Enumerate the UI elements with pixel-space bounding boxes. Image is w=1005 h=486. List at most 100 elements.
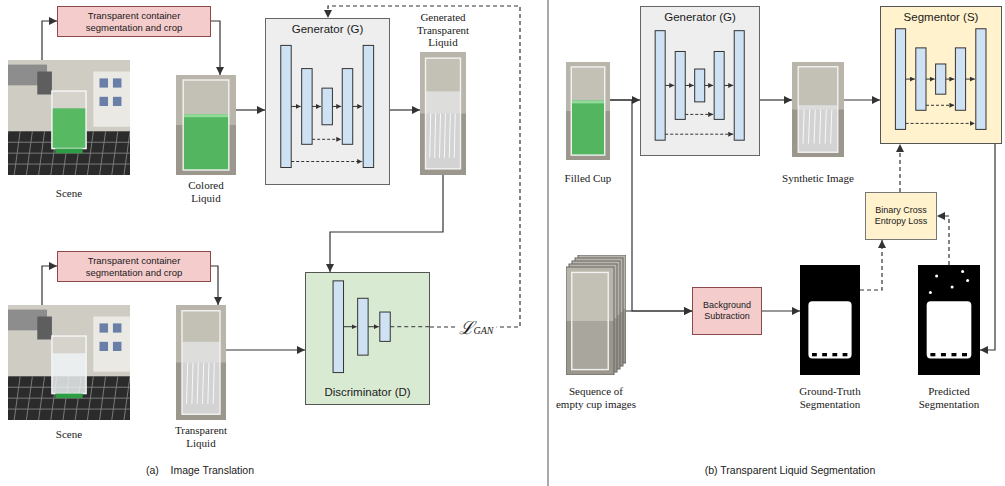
image-caption: Sequence of empty cup images (555, 385, 637, 410)
mask-ground (918, 265, 980, 375)
dashed-connector (937, 216, 949, 265)
layer-bar (363, 45, 373, 167)
mask-notch (930, 353, 935, 356)
caption-holder: (b) Transparent Liquid Segmentation (705, 464, 875, 476)
layer-bar (333, 281, 343, 373)
photo-ground (176, 305, 226, 420)
layer-bar (976, 29, 986, 130)
board-marker (113, 342, 122, 351)
layer-arrow (368, 326, 379, 327)
skip-connection (665, 134, 733, 135)
layer-arrow (353, 106, 362, 107)
layer-bar (916, 48, 926, 110)
dashed-connector (899, 144, 900, 192)
image-caption: Filled Cup (553, 172, 623, 185)
illustration (176, 75, 236, 175)
layer-bar (714, 51, 724, 119)
dashed-connector (860, 240, 882, 290)
illustration (792, 62, 844, 157)
box-title: Generator (G) (664, 11, 736, 25)
image-caption: Scene (29, 187, 109, 200)
image-caption: Transparent Liquid (169, 424, 233, 449)
glass (183, 80, 229, 170)
panel-caption: (b) Transparent Liquid Segmentation (705, 464, 875, 476)
robot-gripper (37, 317, 52, 340)
layer-arrow (705, 85, 713, 86)
connector (236, 109, 265, 110)
mask-notch (962, 353, 967, 356)
layer-arrow (332, 106, 341, 107)
layer-bar (734, 31, 744, 141)
illustration (566, 62, 610, 160)
stack-frame (566, 267, 614, 375)
connector (626, 310, 692, 311)
scene-wall (8, 305, 130, 420)
photo-ground (420, 52, 466, 175)
board-marker (100, 78, 109, 87)
connector (211, 266, 218, 305)
mask-speckle (961, 270, 964, 273)
image-stack: Sequence of empty cup images (566, 255, 626, 375)
panel-divider (548, 0, 549, 486)
caption-holder: Scene (29, 187, 109, 200)
illustration (420, 52, 466, 175)
process-box: Background Subtraction (692, 287, 762, 335)
mask-notch (951, 353, 956, 356)
glass (182, 311, 220, 415)
layer-bar (936, 64, 946, 94)
board-marker (113, 97, 122, 106)
network-icon (306, 273, 429, 404)
illustration (8, 60, 130, 175)
mask-notch (822, 353, 827, 356)
cup-photo: Filled Cup (566, 62, 610, 160)
network-icon (641, 7, 759, 155)
image-caption: Ground-Truth Segmentation (794, 385, 866, 410)
layer-bar (955, 48, 965, 110)
caption-holder: Synthetic Image (773, 172, 863, 185)
layer-arrow (724, 85, 733, 86)
glass (798, 67, 838, 153)
image-caption: Generated Transparent Liquid (403, 11, 483, 49)
scene-board (93, 72, 130, 127)
connector (844, 99, 880, 100)
loss-box: Binary Cross Entropy Loss (865, 192, 937, 240)
skip-connection (312, 139, 341, 140)
connector (330, 175, 443, 272)
caption-holder: Generated Transparent Liquid (403, 11, 483, 49)
output-line (390, 326, 429, 327)
connector (390, 109, 420, 110)
connector (42, 266, 57, 305)
network-box: Segmentor (S) (880, 6, 1002, 144)
mask-speckle (966, 279, 969, 282)
loss-label: ℒGAN (456, 315, 497, 339)
caption-holder: (a) Image Translation (146, 464, 254, 476)
scene-photo: Scene (8, 305, 130, 420)
layer-bar (380, 312, 390, 341)
process-box: Transparent container segmentation and c… (57, 251, 211, 282)
grid-line (8, 409, 130, 410)
image-caption: Synthetic Image (773, 172, 863, 185)
connector (42, 21, 57, 60)
mask-speckle (929, 291, 932, 294)
mask-notch (843, 353, 848, 356)
illustration (918, 265, 980, 375)
caption-holder: Transparent Liquid (169, 424, 233, 449)
caption-holder: Predicted Segmentation (913, 385, 985, 410)
layer-bar (281, 45, 291, 167)
skip-connection (906, 123, 975, 124)
caption-holder: Filled Cup (553, 172, 623, 185)
box-label: Binary Cross Entropy Loss (869, 205, 933, 227)
layer-bar (342, 69, 352, 145)
grid-line (8, 164, 130, 165)
mask-speckle (935, 275, 938, 278)
cup-photo: Generated Transparent Liquid (420, 52, 466, 175)
image-caption: Scene (29, 428, 109, 441)
network-box: Generator (G) (640, 6, 760, 156)
board-marker (113, 323, 122, 332)
box-title: Discriminator (D) (324, 386, 410, 400)
layer-bar (322, 88, 332, 125)
mask-speckle (951, 286, 954, 289)
process-box: Transparent container segmentation and c… (57, 6, 211, 37)
mask-region (808, 301, 851, 358)
